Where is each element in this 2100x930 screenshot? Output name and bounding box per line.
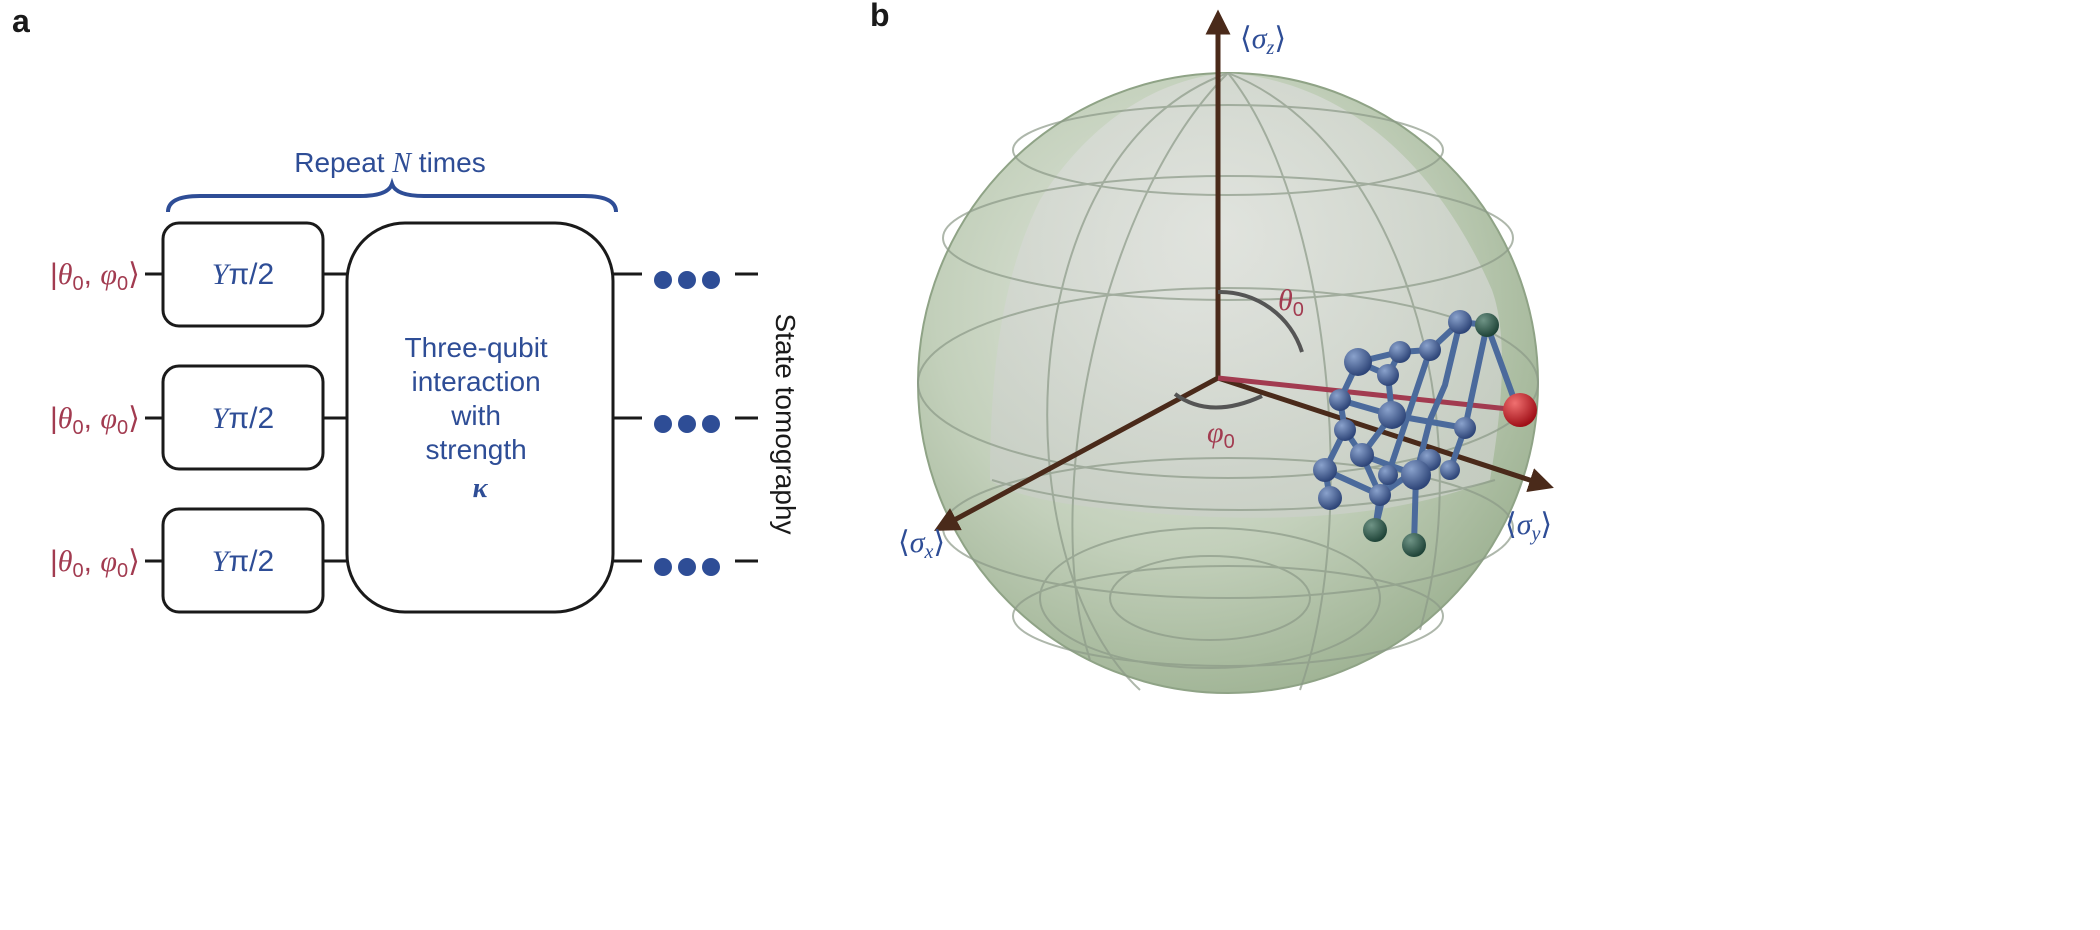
repeat-label: Repeat N times [294,147,485,179]
gate-box-2 [161,364,325,471]
gate-box-1 [161,221,325,328]
interaction-label: Three-qubit interaction with strength κ [405,332,556,504]
input-state-2: |θ0, φ0⟩ [50,402,140,439]
repeat-brace [166,177,618,213]
phi-label: φ0 [1207,416,1235,453]
initial-state-node [1503,393,1537,427]
sphere-grid [917,72,1539,691]
theta-arc [1217,289,1304,353]
input-state-1: |θ0, φ0⟩ [50,258,140,295]
repeat-dots [654,271,720,576]
panel-b: b [870,0,1554,694]
trajectory-nodes [1313,310,1537,557]
axis-y-label: ⟨σy⟩ [1505,508,1552,545]
state-tomography-label: State tomography [770,313,801,534]
panel-b-label: b [870,0,890,33]
gate-label-3: Yπ/2 [212,545,274,578]
input-state-3: |θ0, φ0⟩ [50,545,140,582]
panel-a-label: a [12,3,30,39]
interaction-box [345,221,615,614]
qubit-wires [145,272,758,563]
gate-label-2: Yπ/2 [212,402,274,435]
axis-z-label: ⟨σz⟩ [1240,22,1286,59]
axis-x-label: ⟨σx⟩ [898,526,945,563]
gate-box-3 [161,507,325,614]
gate-label-1: Yπ/2 [212,258,274,291]
phi-arc [1173,392,1263,410]
panel-a: a Repeat N times |θ0, φ0⟩ |θ0, φ0⟩ |θ0, … [12,3,801,614]
x-axis [933,375,1220,531]
theta-label: θ0 [1278,284,1304,321]
